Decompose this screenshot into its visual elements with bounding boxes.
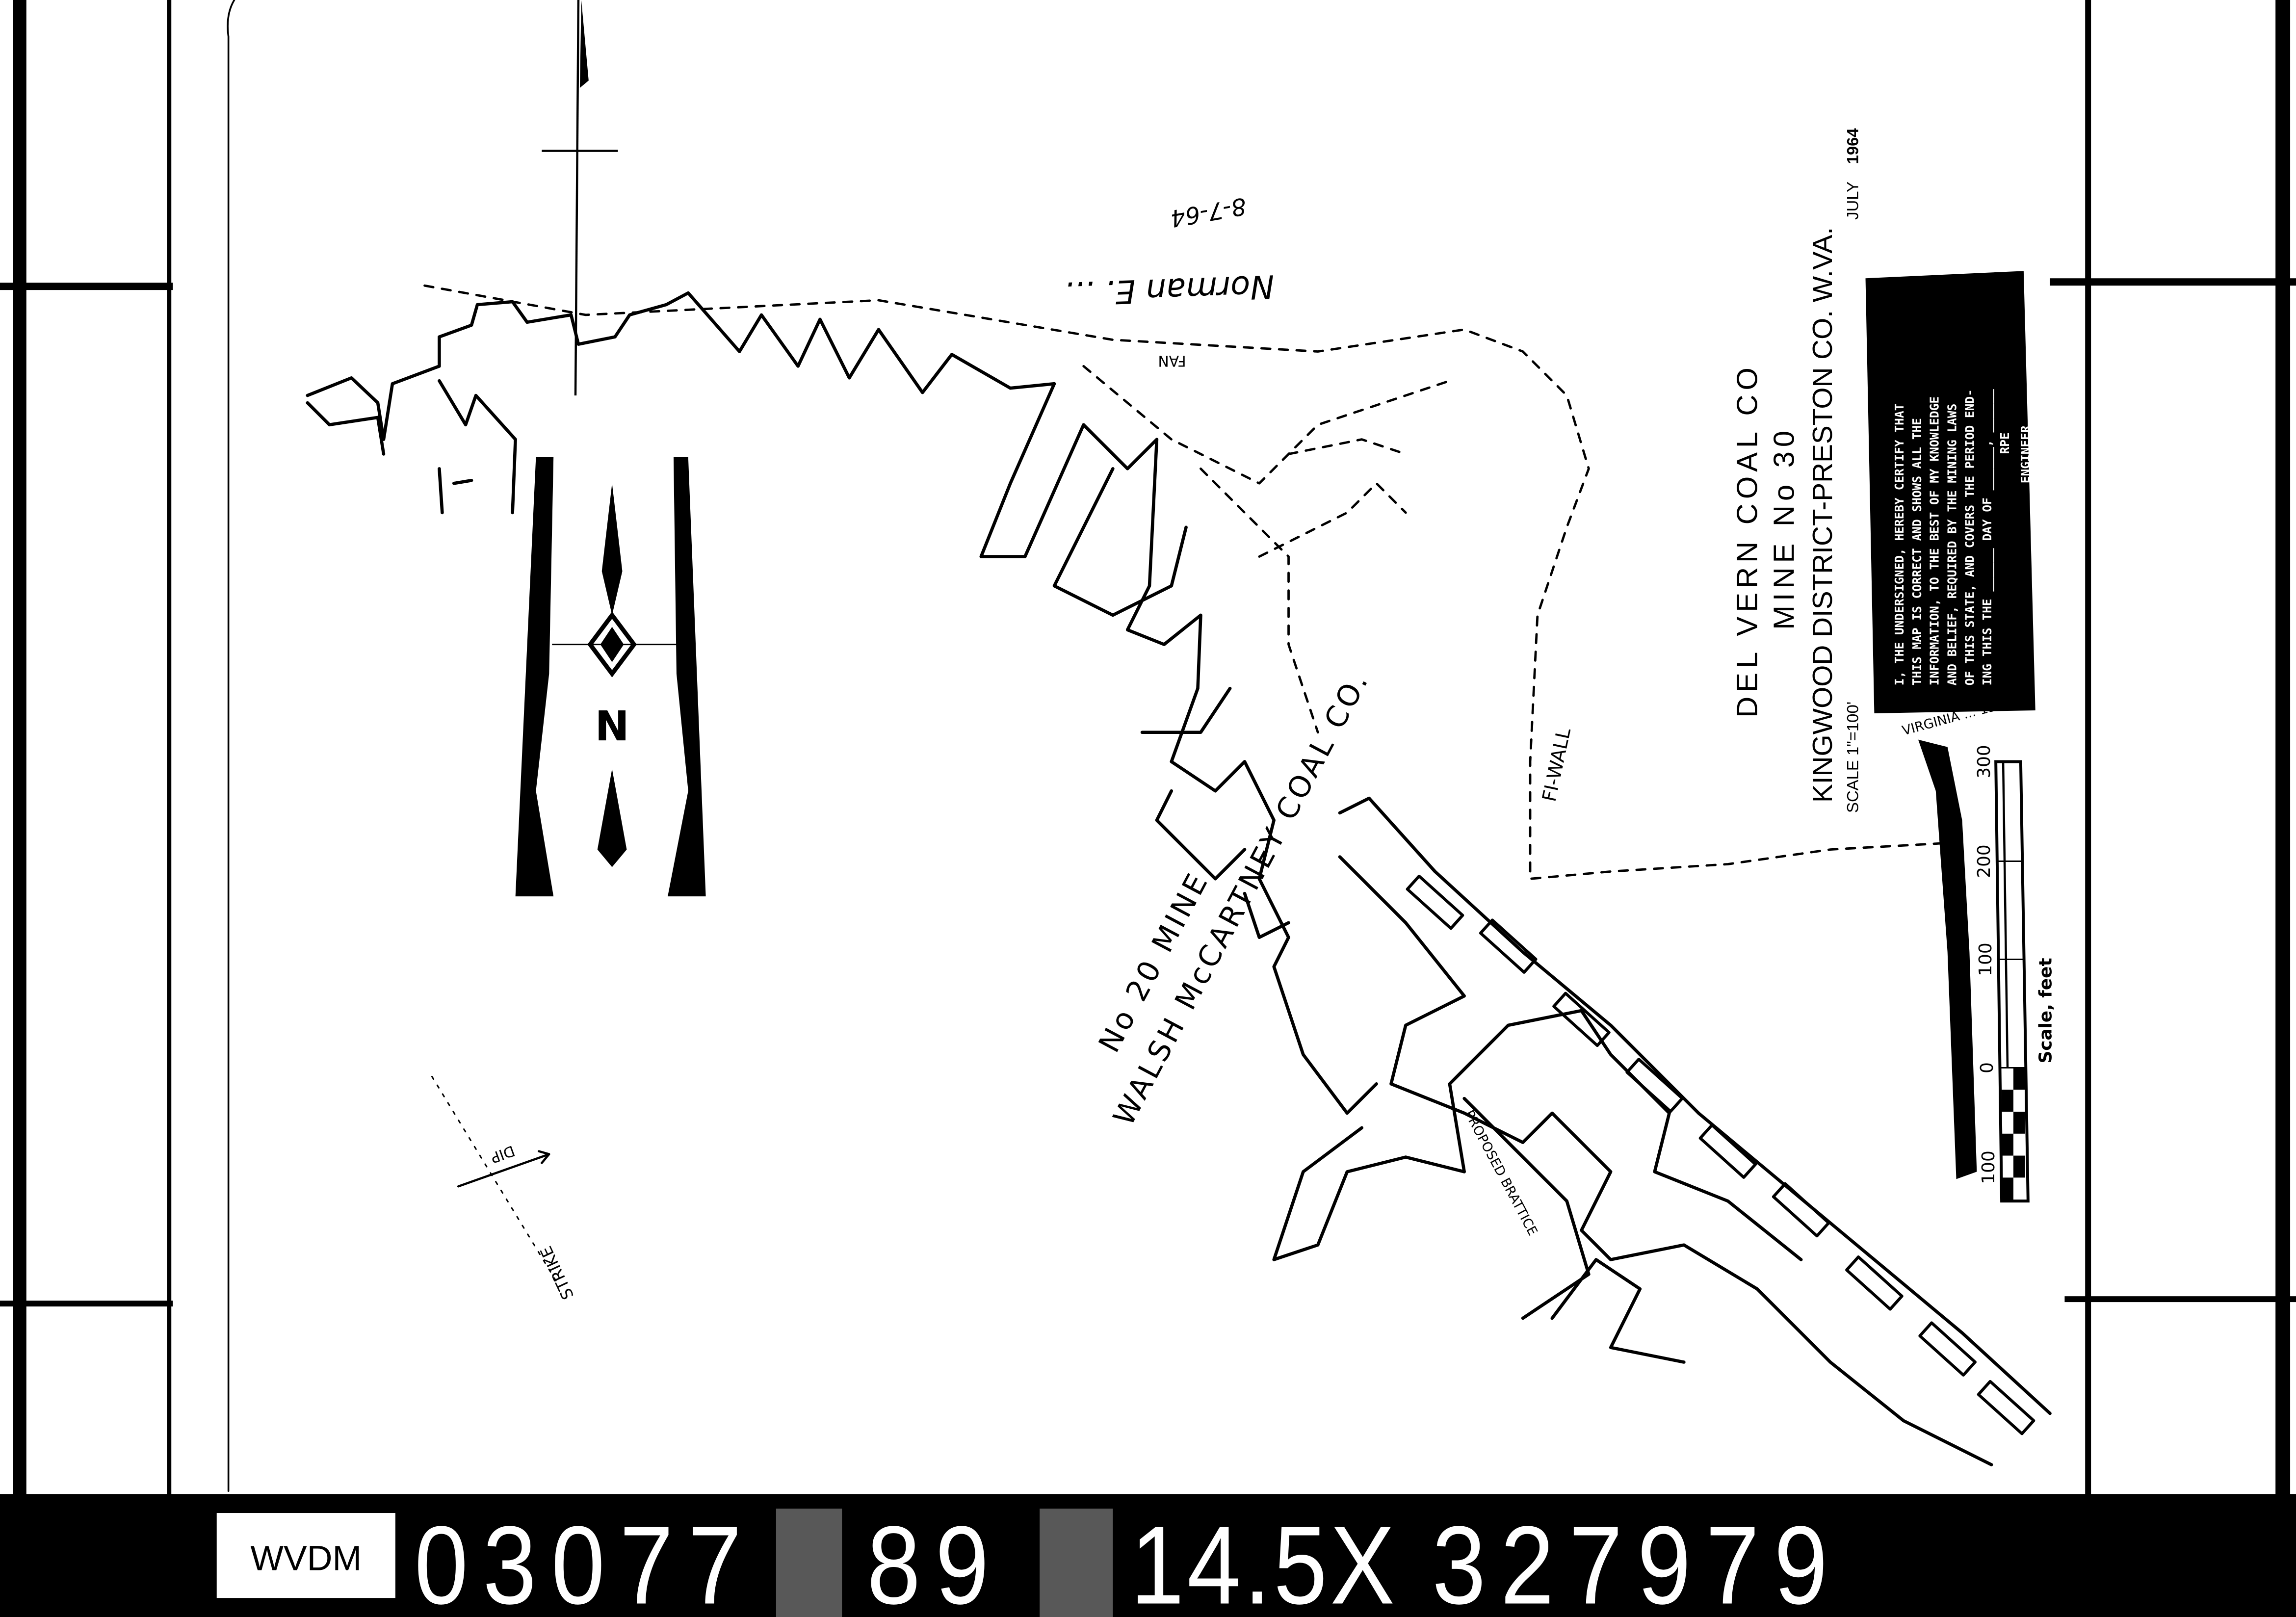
scale-caption: Scale, feet — [2036, 958, 2056, 1063]
arrow-tail-icon — [597, 769, 627, 867]
scale-tick-label: 300 — [1974, 745, 1994, 778]
north-arrow-left-band — [515, 457, 554, 897]
scale-note: SCALE 1"=100' — [1844, 702, 1862, 813]
fan-label: FAN — [1158, 352, 1186, 369]
scale-tick-label: 100 — [1976, 942, 1996, 976]
scale-tick-label: 100 — [1979, 1150, 1999, 1184]
title-block: DEL VERN COAL CO MINE No 30 KINGWOOD DIS… — [1731, 128, 1862, 813]
scale-bar: 300 200 100 0 100 Scale, feet — [1974, 745, 2056, 1203]
mine-name: MINE No 30 — [1767, 426, 1800, 630]
mine-workings — [306, 291, 2052, 1466]
seal-shadow — [1918, 739, 1977, 1179]
cert-line: I, THE UNDERSIGNED, HEREBY CERTIFY THAT — [1892, 404, 1906, 686]
film-id: 327979 — [1432, 1503, 1842, 1617]
company-name: DEL VERN COAL CO — [1731, 363, 1764, 718]
pillars — [1406, 874, 2035, 1435]
cert-line: ING THIS THE ______ DAY OF ______, _____… — [1980, 389, 1994, 685]
north-arrow: N — [515, 457, 706, 897]
north-arrow-right-band — [668, 457, 706, 897]
film-roll: 03077 — [415, 1503, 757, 1617]
cert-line: AND BELIEF, REQUIRED BY THE MINING LAWS — [1945, 404, 1959, 686]
dip-arrow — [457, 1150, 550, 1188]
date-year: 1964 — [1844, 128, 1862, 164]
scale-tick-label: 0 — [1977, 1062, 1997, 1073]
cert-line: OF THIS STATE, AND COVERS THE PERIOD END… — [1962, 389, 1977, 685]
scale-tick-label: 200 — [1974, 844, 1994, 878]
frame-lines — [0, 0, 2296, 1509]
cert-line: THIS MAP IS CORRECT AND SHOWS ALL THE — [1910, 418, 1924, 685]
prefix-box — [216, 1513, 395, 1598]
north-letter: N — [595, 701, 629, 749]
film-prefix: WVDM — [250, 1539, 362, 1578]
rpe-label: RPE — [1998, 432, 2012, 454]
film-frame: 89 — [867, 1503, 1004, 1617]
film-strip: WVDM 03077 89 14.5X 327979 — [0, 1494, 2296, 1617]
engineer-label: ENGINEER — [2018, 425, 2033, 483]
arrow-head-icon — [601, 483, 623, 615]
signature: Norman E. ... — [1064, 267, 1275, 312]
film-reduction: 14.5X — [1130, 1503, 1398, 1617]
boundary-lines — [423, 284, 1963, 880]
cert-line: INFORMATION, TO THE BEST OF MY KNOWLEDGE — [1928, 396, 1942, 685]
date-month: JULY — [1844, 182, 1862, 220]
location: KINGWOOD DISTRICT-PRESTON CO. W.VA. — [1807, 227, 1838, 803]
